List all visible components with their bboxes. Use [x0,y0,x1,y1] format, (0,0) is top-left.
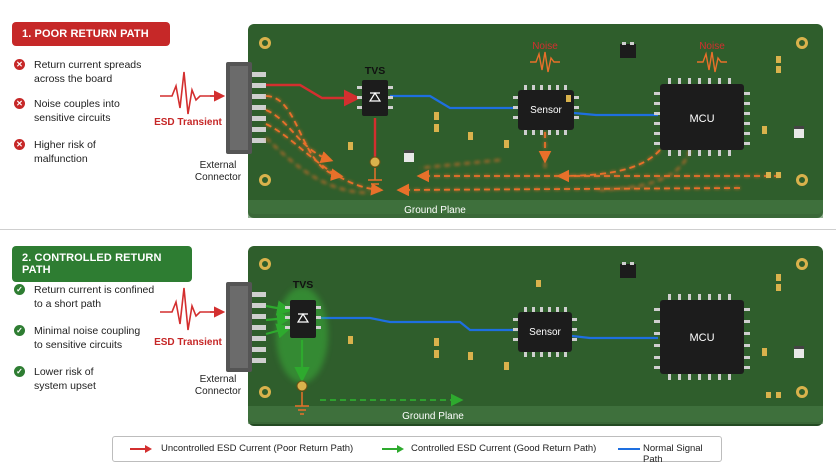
tvs-chip [285,300,321,338]
mcu-label: MCU [689,332,714,344]
check-circle-icon: ✓ [14,284,25,295]
pcb-diagram-controlled: Ground Plane ESD Transient TVS [154,246,823,426]
check-circle-icon: ✓ [14,366,25,377]
esd-transient-label: ESD Transient [154,117,222,128]
ground-plane-label: Ground Plane [402,411,464,422]
mcu-chip [654,78,750,156]
legend-label: Uncontrolled ESD Current (Poor Return Pa… [161,443,354,454]
sensor-chip [513,307,577,357]
check-circle-icon: ✓ [14,325,25,336]
ground-plane-label: Ground Plane [404,205,466,216]
x-circle-icon: ✕ [14,98,25,109]
noise-label: Noise [699,41,725,52]
noise-label: Noise [532,41,558,52]
legend-label: Controlled ESD Current (Good Return Path… [411,443,597,454]
x-circle-icon: ✕ [14,139,25,150]
esd-pulse-icon [160,71,222,115]
legend-red-arrow-icon [130,445,152,453]
noise-pulse-icon [697,51,727,73]
mcu-label: MCU [689,113,714,125]
x-circle-icon: ✕ [14,59,25,70]
mcu-chip [654,294,750,380]
legend: Uncontrolled ESD Current (Poor Return Pa… [112,436,722,465]
tvs-label: TVS [293,279,313,291]
sensor-chip [513,85,579,135]
noise-pulse-icon [530,51,560,73]
legend-label: Normal Signal Path [643,443,703,465]
esd-transient-label: ESD Transient [154,337,222,348]
esd-pulse-icon [160,287,222,331]
sensor-label: Sensor [530,105,562,116]
legend-blue-line-icon [618,448,640,450]
pcb-diagram-poor: Ground Plane ESD Transient [154,24,823,218]
panel1-title: 1. POOR RETURN PATH [12,22,170,46]
sensor-label: Sensor [529,327,561,338]
panel2-title: 2. CONTROLLED RETURN PATH [12,246,192,282]
tvs-chip [357,80,393,116]
tvs-label: TVS [365,65,385,77]
section-divider [0,229,836,230]
legend-green-arrow-icon [382,445,404,453]
